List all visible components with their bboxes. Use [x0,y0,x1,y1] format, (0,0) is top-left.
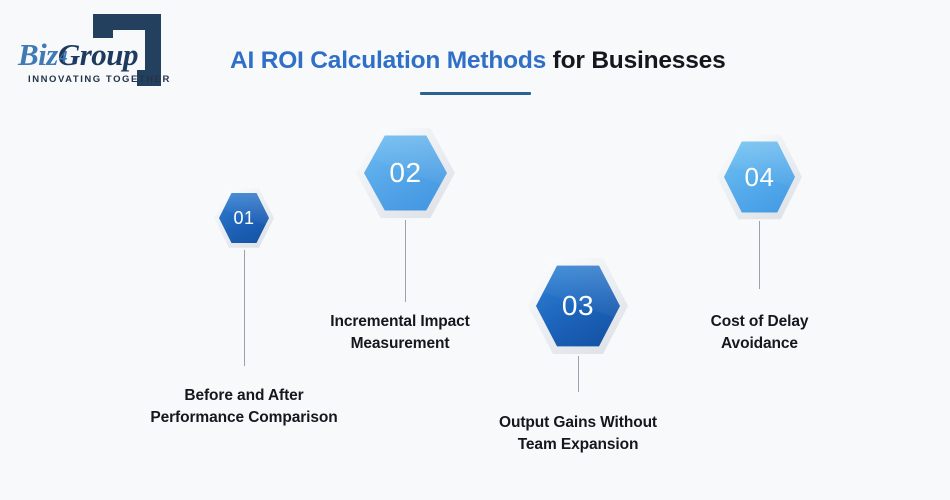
logo-tagline: INNOVATING TOGETHER [28,74,171,85]
node-label-04: Cost of Delay Avoidance [672,311,847,355]
node-label-04-line1: Cost of Delay [710,313,809,330]
node-label-01-line1: Before and After [184,387,304,404]
hex-node-01[interactable]: 01 [214,187,274,249]
connector-line-02 [405,220,406,302]
node-label-03-line1: Output Gains Without [499,414,657,431]
brand-logo[interactable]: BizGroup 4 INNOVATING TOGETHER [18,14,178,92]
hex-number-04: 04 [744,161,775,192]
node-label-04-line2: Avoidance [721,335,798,352]
node-label-03-line2: Team Expansion [517,436,639,453]
node-label-03: Output Gains Without Team Expansion [462,412,694,456]
logo-wordmark: BizGroup [18,38,158,72]
hex-node-03[interactable]: 03 [528,256,628,356]
connector-line-01 [244,250,245,366]
node-label-01-line2: Performance Comparison [150,409,338,426]
connector-line-04 [759,221,760,289]
logo-sub-glyph: 4 [59,47,68,66]
node-label-02-line1: Incremental Impact [330,313,470,330]
node-label-01: Before and After Performance Comparison [115,385,373,429]
hex-node-04[interactable]: 04 [717,133,802,221]
page-title-accent: AI ROI Calculation Methods [230,47,547,74]
connector-line-03 [578,356,579,392]
page-title-rest: for Businesses [546,47,726,74]
hex-number-03: 03 [561,290,595,321]
page-title: AI ROI Calculation Methods for Businesse… [230,45,726,77]
node-label-02: Incremental Impact Measurement [289,311,511,355]
logo-bracket-icon [93,14,161,86]
title-underline-rule [420,92,531,95]
hex-number-02: 02 [389,157,422,188]
logo-name-first: Biz [18,37,58,72]
node-label-02-line2: Measurement [350,335,450,352]
hex-node-02[interactable]: 02 [356,126,455,220]
hex-number-01: 01 [233,207,255,228]
logo-name-second: Group [57,37,139,72]
